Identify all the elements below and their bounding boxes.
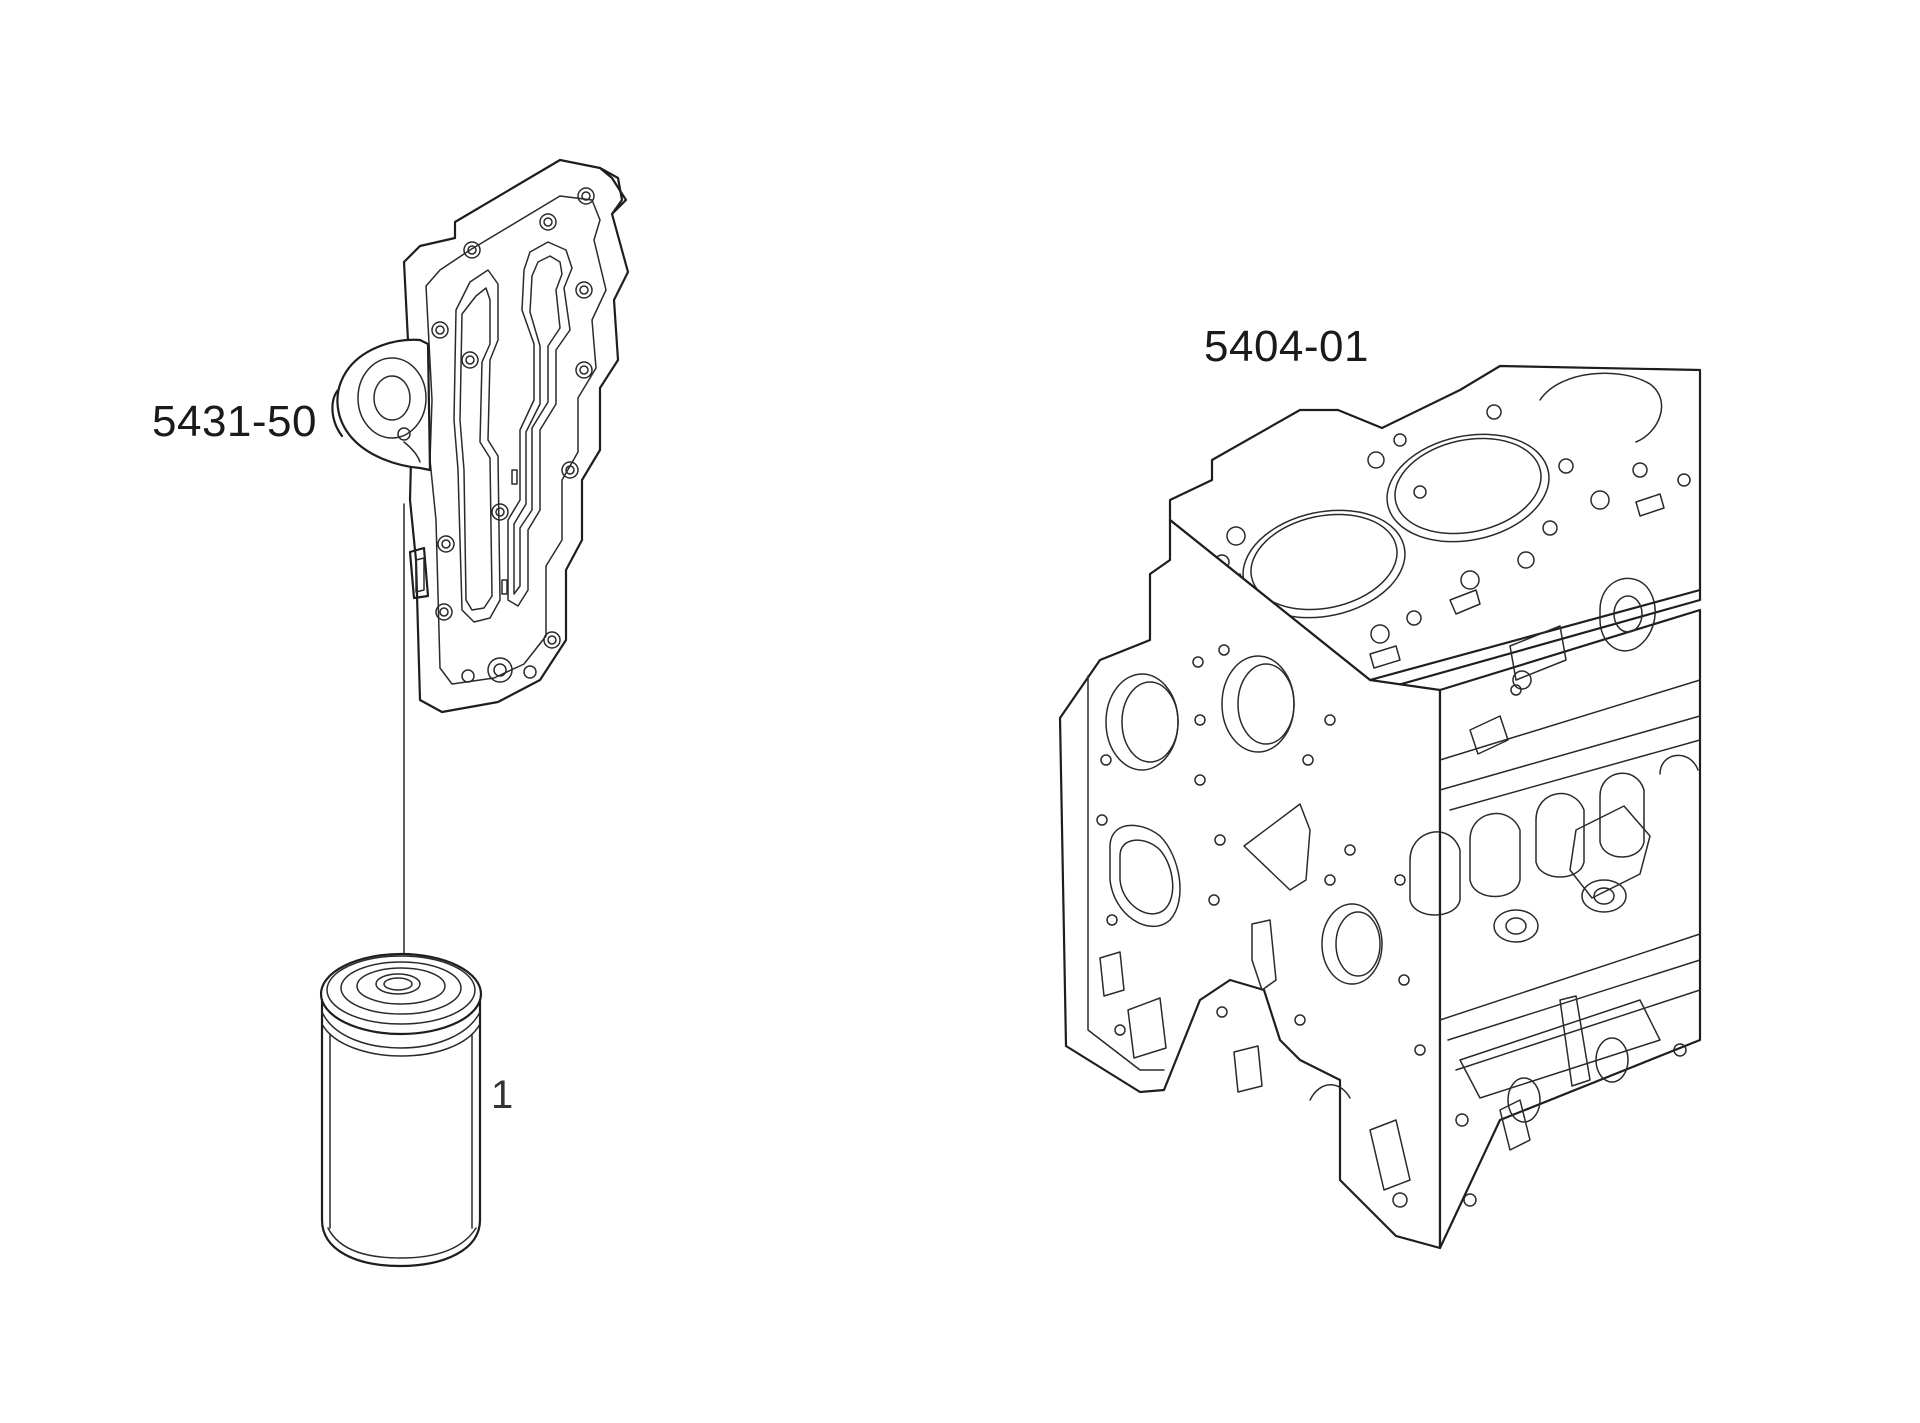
part-callout-oil-filter-housing: 5431-50 [152, 397, 317, 446]
engine-block-drawing[interactable] [1058, 364, 1702, 1250]
oil-filter-drawing[interactable] [319, 952, 483, 1268]
part-callout-engine-block: 5404-01 [1204, 322, 1369, 371]
part-callout-oil-filter: 1 [491, 1073, 514, 1117]
oil-filter-housing-drawing[interactable] [331, 158, 630, 714]
